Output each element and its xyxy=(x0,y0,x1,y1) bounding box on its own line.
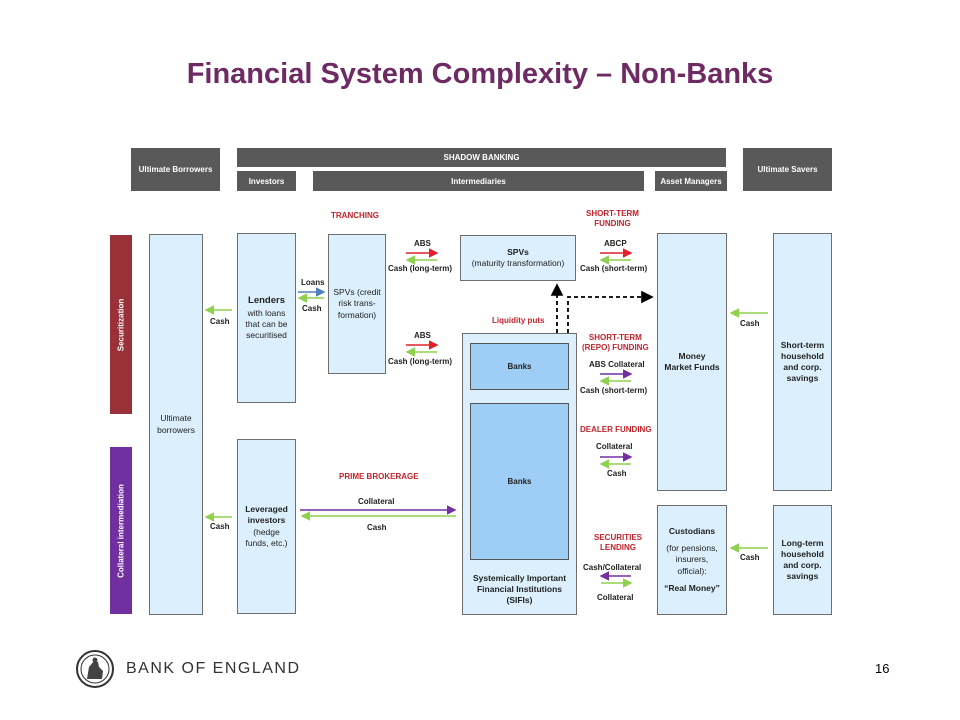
collateral-intermediation-bar: Collateral intermediation xyxy=(110,447,132,614)
abs-label-1: ABS xyxy=(414,239,431,248)
cash-short-label-1: Cash (short-term) xyxy=(580,264,648,273)
cash-long-label-1: Cash (long-term) xyxy=(388,264,452,273)
ultimate-borrowers-box: Ultimate borrowers xyxy=(149,234,203,615)
dealer-collateral-label: Collateral xyxy=(596,442,633,451)
cash-label-left-bottom: Cash xyxy=(210,522,230,531)
money-market-funds-box: Money Market Funds xyxy=(657,233,727,491)
page-number: 16 xyxy=(875,661,890,676)
cash-collateral-label: Cash/Collateral xyxy=(583,563,642,572)
header-ultimate-borrowers: Ultimate Borrowers xyxy=(131,148,220,191)
prime-cash-label: Cash xyxy=(367,523,387,532)
repo-funding-label: SHORT-TERM(REPO) FUNDING xyxy=(582,333,649,352)
header-asset-managers: Asset Managers xyxy=(655,171,727,191)
lenders-box: Lenders with loans that can be securitis… xyxy=(237,233,296,403)
spv-maturity-box: SPVs (maturity transformation) xyxy=(460,235,576,281)
tranching-label: TRANCHING xyxy=(331,211,379,220)
banks-box-bottom: Banks xyxy=(470,403,569,560)
header-intermediaries: Intermediaries xyxy=(313,171,644,191)
securitization-bar: Securitization xyxy=(110,235,132,414)
cash-loans-label: Cash xyxy=(302,304,322,313)
cash-label-right-bottom: Cash xyxy=(740,553,760,562)
bank-of-england-wordmark: BANK OF ENGLAND xyxy=(126,660,301,677)
arrow-liquidity-put-right xyxy=(567,290,654,333)
spv-credit-risk-box: SPVs (credit risk trans- formation) xyxy=(328,234,386,374)
abcp-label: ABCP xyxy=(604,239,627,248)
banks-box-top: Banks xyxy=(470,343,569,390)
abs-collateral-label: ABS Collateral xyxy=(589,360,645,369)
prime-collateral-label: Collateral xyxy=(358,497,395,506)
cash-label-left-top: Cash xyxy=(210,317,230,326)
cash-label-right-top: Cash xyxy=(740,319,760,328)
header-investors: Investors xyxy=(237,171,296,191)
page-title: Financial System Complexity – Non-Banks xyxy=(186,58,774,90)
custodians-box: Custodians (for pensions, insurers, offi… xyxy=(657,505,727,615)
short-term-savings-box: Short-term household and corp. savings xyxy=(773,233,832,491)
prime-brokerage-label: PRIME BROKERAGE xyxy=(339,472,419,481)
cash-short-label-2: Cash (short-term) xyxy=(580,386,648,395)
dealer-funding-label: DEALER FUNDING xyxy=(580,425,652,434)
loans-label: Loans xyxy=(301,278,325,287)
cash-long-label-2: Cash (long-term) xyxy=(388,357,452,366)
sl-collateral-label: Collateral xyxy=(597,593,634,602)
abs-label-2: ABS xyxy=(414,331,431,340)
header-ultimate-savers: Ultimate Savers xyxy=(743,148,832,191)
long-term-savings-box: Long-term household and corp. savings xyxy=(773,505,832,615)
dealer-cash-label: Cash xyxy=(607,469,627,478)
liquidity-puts-label: Liquidity puts xyxy=(492,316,545,325)
header-shadow-banking: SHADOW BANKING xyxy=(237,148,726,167)
bank-of-england-logo xyxy=(76,650,114,688)
leveraged-investors-box: Leveraged investors (hedge funds, etc.) xyxy=(237,439,296,614)
